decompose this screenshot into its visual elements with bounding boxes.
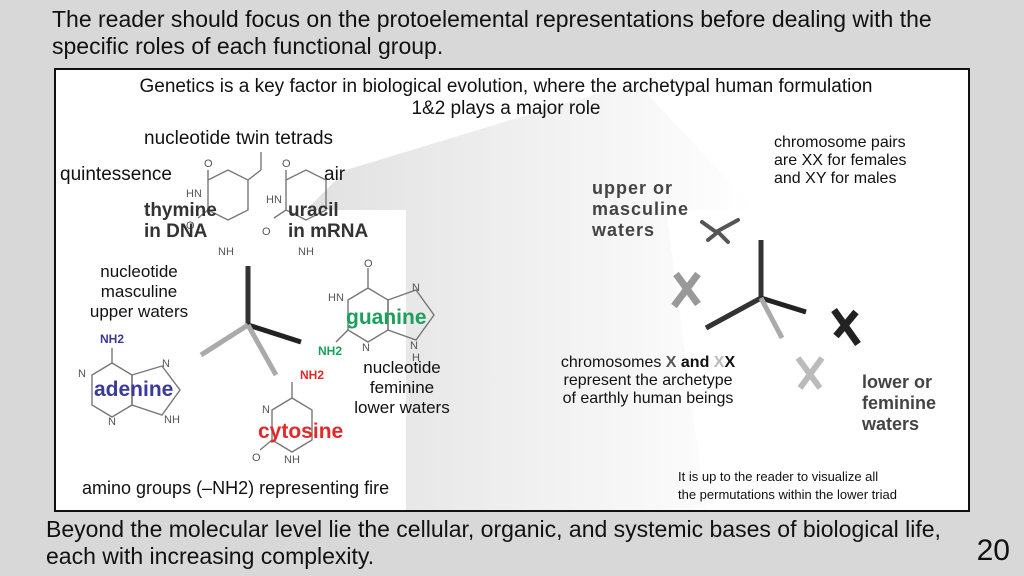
thymine-hn: HN xyxy=(186,188,202,200)
masculine-line2: masculine xyxy=(100,282,178,301)
cytosine-nh: NH xyxy=(284,454,300,466)
chromosome-x3: X xyxy=(724,354,736,371)
reader-note-line2: the permutations within the lower triad xyxy=(678,487,897,502)
feminine-line1: nucleotide xyxy=(363,358,441,377)
background-arrow xyxy=(306,82,756,510)
thymine-line2: in DNA xyxy=(144,221,208,242)
guanine-n3: N xyxy=(410,340,418,352)
adenine-n2: N xyxy=(108,416,116,428)
feminine-line3: lower waters xyxy=(354,398,450,417)
diagram-graphics xyxy=(91,82,861,510)
thymine-o-bottom: O xyxy=(186,220,195,232)
chromosomes-line1: chromosomes X and XX xyxy=(530,354,766,372)
thymine-line1: thymine xyxy=(144,200,217,221)
feminine-nucleotide-label: nucleotide feminine lower waters xyxy=(342,358,462,418)
chromosomes-and: and xyxy=(676,354,714,371)
adenine-label: adenine xyxy=(94,378,174,401)
guanine-h: H xyxy=(412,352,420,364)
uracil-o-top: O xyxy=(282,158,291,170)
upper-waters-line2: masculine xyxy=(592,199,690,219)
chromosomes-prefix: chromosomes xyxy=(560,354,666,371)
x-chromosome-dark-icon xyxy=(831,307,861,347)
guanine-n1: N xyxy=(412,282,420,294)
page-number: 20 xyxy=(976,534,1010,567)
cytosine-n: N xyxy=(262,404,270,416)
twin-tetrads-label: nucleotide twin tetrads xyxy=(144,128,334,149)
cytosine-nh2: NH2 xyxy=(300,368,325,382)
lower-waters-line3: waters xyxy=(862,414,920,434)
uracil-line2: in mRNA xyxy=(288,221,369,242)
uracil-nh: NH xyxy=(298,246,314,258)
thymine-structure xyxy=(197,152,262,221)
uracil-label: uracil in mRNA xyxy=(288,200,368,242)
thymine-label: thymine in DNA xyxy=(144,200,217,242)
thymine-nh: NH xyxy=(218,246,234,258)
guanine-nh2: NH2 xyxy=(318,344,343,358)
thymine-o-top: O xyxy=(204,158,213,170)
upper-waters-line1: upper or xyxy=(592,178,674,198)
uracil-structure xyxy=(273,169,327,221)
adenine-nh: NH xyxy=(164,414,180,426)
chromosome-pairs-label: chromosome pairs are XX for females and … xyxy=(774,134,907,188)
cytosine-o: O xyxy=(252,452,261,464)
upper-waters-label: upper or masculine waters xyxy=(592,178,689,241)
uracil-hn: HN xyxy=(266,194,282,206)
quintessence-label: quintessence xyxy=(60,164,172,185)
uracil-o-bottom: O xyxy=(262,226,271,238)
reader-note-line1: It is up to the reader to visualize all xyxy=(678,469,879,484)
reader-note: It is up to the reader to visualize all … xyxy=(678,468,897,504)
x-chromosome-light-icon xyxy=(795,356,825,390)
air-label: air xyxy=(324,164,346,185)
chromosome-x2: X xyxy=(713,354,725,371)
guanine-hn: HN xyxy=(328,292,344,304)
chromosomes-line3: of earthly human beings xyxy=(562,390,734,407)
footer-text: Beyond the molecular level lie the cellu… xyxy=(46,516,941,569)
amino-groups-label: amino groups (–NH2) representing fire xyxy=(82,478,390,498)
guanine-n2: N xyxy=(362,342,370,354)
feminine-line2: feminine xyxy=(369,378,435,397)
guanine-structure xyxy=(335,268,435,343)
uracil-line1: uracil xyxy=(288,200,339,221)
adenine-structure xyxy=(91,348,181,418)
adenine-n1: N xyxy=(78,368,86,380)
right-tripod xyxy=(704,240,807,340)
lower-waters-label: lower or feminine waters xyxy=(862,372,936,435)
guanine-o: O xyxy=(364,258,373,270)
diagram-title: Genetics is a key factor in biological e… xyxy=(139,76,873,119)
lower-waters-line1: lower or xyxy=(862,372,933,392)
left-tripod xyxy=(199,266,302,377)
lower-waters-line2: feminine xyxy=(862,393,937,413)
adenine-n3: N xyxy=(162,358,170,370)
upper-waters-line3: waters xyxy=(592,220,656,240)
cytosine-label: cytosine xyxy=(258,420,344,443)
masculine-line3: upper waters xyxy=(89,302,189,321)
cytosine-structure xyxy=(259,382,313,453)
y-chromosome-icon xyxy=(700,218,740,244)
masculine-nucleotide-label: nucleotide masculine upper waters xyxy=(76,262,202,322)
chromosome-pairs-line2: are XX for females xyxy=(774,152,907,169)
chromosome-pairs-line1: chromosome pairs xyxy=(774,134,906,151)
guanine-label: guanine xyxy=(346,306,427,329)
x-chromosome-gray-icon xyxy=(671,271,701,309)
chromosome-x1: X xyxy=(665,354,677,371)
adenine-nh2: NH2 xyxy=(100,332,125,346)
header-text: The reader should focus on the protoelem… xyxy=(52,6,932,59)
chromosome-pairs-line3: and XY for males xyxy=(774,170,897,187)
chromosomes-archetype-label: chromosomes X and XX represent the arche… xyxy=(530,354,766,408)
chromosomes-line2: represent the archetype xyxy=(563,372,733,389)
diagram-panel: Genetics is a key factor in biological e… xyxy=(54,68,970,512)
masculine-line1: nucleotide xyxy=(100,262,178,281)
